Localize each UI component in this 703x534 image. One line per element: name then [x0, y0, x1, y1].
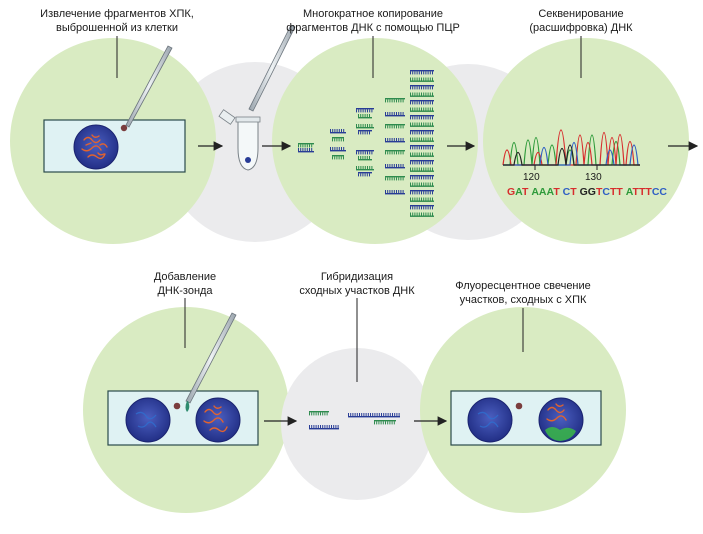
label-pointers — [116, 36, 582, 382]
label-step1: Извлечение фрагментов ХПК, выброшенной и… — [40, 8, 194, 34]
dna-sequence: GAT AAAT CT GGTCTT ATTTCC — [507, 186, 667, 198]
pipette-probe — [185, 312, 237, 412]
svg-text:сходных участков ДНК: сходных участков ДНК — [299, 285, 415, 297]
cell-left — [125, 397, 171, 443]
chromatogram — [502, 129, 640, 166]
cell-right — [195, 397, 241, 443]
label-step4: Добавление ДНК-зонда — [154, 271, 216, 297]
svg-text:выброшенной из клетки: выброшенной из клетки — [56, 22, 178, 34]
pipette-1 — [125, 45, 173, 128]
label-step2: Многократное копирование фрагментов ДНК … — [286, 8, 460, 34]
svg-text:Извлечение фрагментов ХПК,: Извлечение фрагментов ХПК, — [40, 8, 194, 20]
label-step3: Секвенирование (расшифровка) ДНК — [529, 8, 633, 34]
tick-130: 130 — [585, 172, 602, 183]
extraction-slide — [43, 119, 186, 173]
test-tube — [218, 24, 296, 171]
trace-black — [503, 144, 640, 166]
svg-text:Секвенирование: Секвенирование — [538, 8, 623, 20]
sequence-ticks — [534, 165, 598, 170]
svg-text:Многократное копирование: Многократное копирование — [303, 8, 443, 20]
circle-hybridization — [281, 348, 433, 500]
extracted-fragment — [120, 124, 128, 132]
cell-left-2 — [467, 397, 513, 443]
svg-text:Гибридизация: Гибридизация — [321, 271, 393, 283]
probe-drop — [173, 402, 181, 410]
chromatin — [81, 134, 108, 160]
trace-red — [502, 129, 640, 166]
hybridization-fragments — [309, 411, 400, 430]
circle-sequencing — [483, 38, 689, 244]
tick-120: 120 — [523, 172, 540, 183]
svg-text:Флуоресцентное свечение: Флуоресцентное свечение — [455, 280, 591, 292]
svg-text:ДНК-зонда: ДНК-зонда — [157, 285, 213, 297]
pcr-fragments — [298, 70, 434, 217]
circle-pcr — [272, 38, 478, 244]
fluorescence-slide — [450, 390, 602, 446]
svg-text:фрагментов ДНК с помощью ПЦР: фрагментов ДНК с помощью ПЦР — [286, 22, 460, 34]
probe-dot — [515, 402, 523, 410]
svg-text:Добавление: Добавление — [154, 271, 216, 283]
fluorescent-signal — [545, 427, 576, 441]
svg-text:(расшифровка) ДНК: (расшифровка) ДНК — [529, 22, 633, 34]
probe-slide — [107, 390, 259, 446]
cell-nucleus — [73, 124, 119, 170]
svg-text:участков, сходных с ХПК: участков, сходных с ХПК — [460, 294, 587, 306]
label-step6: Флуоресцентное свечение участков, сходны… — [455, 280, 591, 306]
label-step5: Гибридизация сходных участков ДНК — [299, 271, 415, 297]
